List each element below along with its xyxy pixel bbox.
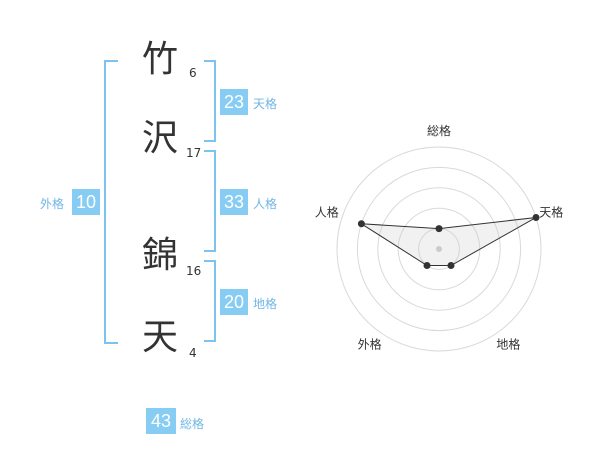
radar-point-5 (357, 220, 365, 228)
radar-ring-4 (356, 166, 522, 332)
name-char-3: 錦 (142, 235, 179, 276)
radar-point-3 (447, 262, 455, 270)
radar-point-1 (435, 225, 443, 233)
radar-series-area (361, 216, 537, 267)
gaikaku-score: 10 (72, 189, 100, 215)
chikaku-score: 20 (220, 289, 248, 315)
name-char-2: 沢 (142, 118, 179, 159)
stroke-count-2: 17 (186, 146, 202, 160)
gaikaku-bracket (104, 60, 118, 344)
chikaku-label: 地格 (253, 297, 278, 311)
radar-ring-5 (336, 146, 542, 352)
jinkaku-label: 人格 (253, 197, 278, 211)
radar-axis-label-5: 人格 (315, 205, 339, 220)
name-char-1: 竹 (142, 39, 179, 80)
tenkaku-score: 23 (220, 89, 248, 115)
tenkaku-bracket (204, 60, 216, 142)
stroke-count-3: 16 (186, 264, 202, 278)
name-column: 竹 6 沢 17 錦 16 天 4 外格 10 23 天格 33 人格 20 地… (40, 39, 278, 434)
radar-axis-label-2: 天格 (539, 205, 563, 220)
stroke-count-4: 4 (189, 346, 197, 360)
name-char-4: 天 (142, 317, 179, 358)
jinkaku-score: 33 (220, 189, 248, 215)
radar-axis-label-3: 地格 (496, 336, 520, 351)
soukaku-label: 総格 (180, 417, 205, 431)
radar-center-dot (436, 246, 442, 252)
stroke-count-1: 6 (189, 66, 197, 80)
chikaku-bracket (204, 260, 216, 342)
radar-point-4 (423, 262, 431, 270)
radar-point-2 (532, 213, 540, 221)
radar-axis-label-4: 外格 (358, 336, 382, 351)
gaikaku-label: 外格 (40, 197, 65, 211)
radar-axis-label-1: 総格 (427, 123, 451, 138)
jinkaku-bracket (204, 150, 216, 252)
soukaku-score: 43 (146, 408, 176, 434)
tenkaku-label: 天格 (253, 97, 278, 111)
radar-ring-3 (377, 187, 501, 311)
